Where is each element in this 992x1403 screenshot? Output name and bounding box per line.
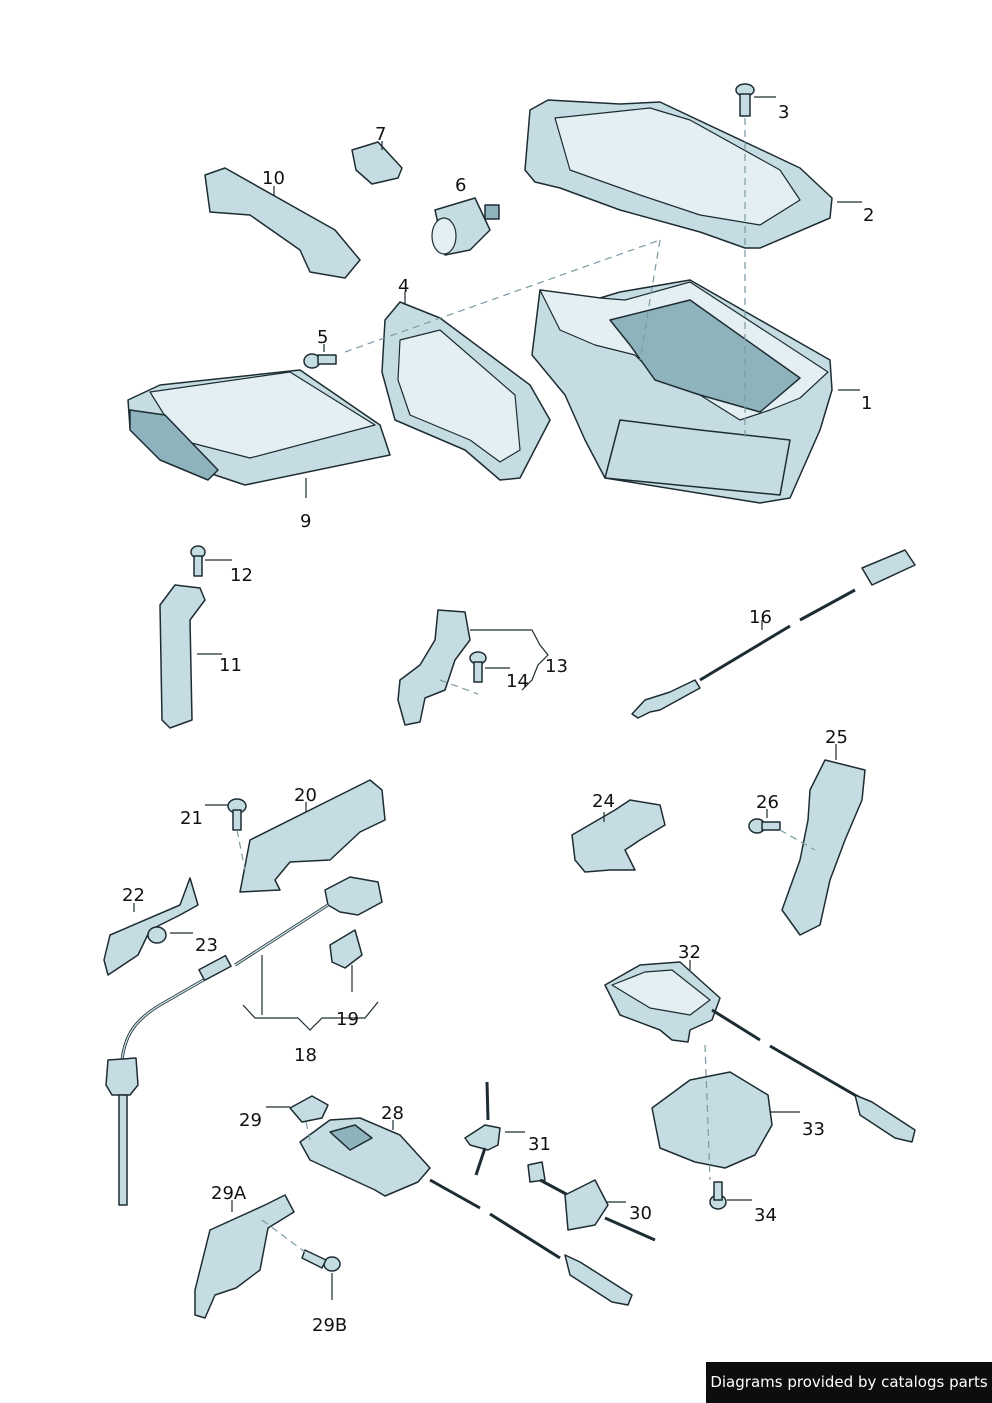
part-7-connector[interactable] xyxy=(351,141,403,185)
label-12: 12 xyxy=(230,565,253,586)
part-11-sensor[interactable] xyxy=(159,584,222,729)
label-11: 11 xyxy=(219,655,242,676)
part-20-bracket[interactable] xyxy=(239,779,386,893)
label-10: 10 xyxy=(262,168,285,189)
label-19: 19 xyxy=(336,1009,359,1030)
part-10-bracket[interactable] xyxy=(204,167,361,279)
label-14: 14 xyxy=(506,671,529,692)
label-21: 21 xyxy=(180,808,203,829)
label-20: 20 xyxy=(294,785,317,806)
label-28: 28 xyxy=(381,1103,404,1124)
label-25: 25 xyxy=(825,727,848,748)
part-23-nut[interactable] xyxy=(147,926,193,944)
label-30: 30 xyxy=(629,1203,652,1224)
label-22: 22 xyxy=(122,885,145,906)
label-24: 24 xyxy=(592,791,615,812)
part-29A-bracket[interactable] xyxy=(194,1194,295,1319)
label-29A: 29A xyxy=(211,1183,247,1204)
label-18: 18 xyxy=(294,1045,317,1066)
label-2: 2 xyxy=(863,205,874,226)
label-7: 7 xyxy=(375,124,386,145)
part-29B-screw[interactable] xyxy=(261,1219,341,1300)
part-1-housing[interactable] xyxy=(531,279,860,504)
part-21-screw[interactable] xyxy=(205,798,247,871)
part-6-relay[interactable] xyxy=(431,197,500,256)
part-34-screw[interactable] xyxy=(709,1181,752,1210)
label-23: 23 xyxy=(195,935,218,956)
label-29: 29 xyxy=(239,1110,262,1131)
label-4: 4 xyxy=(398,276,409,297)
part-16-lambda-probe[interactable] xyxy=(631,549,916,719)
part-3-screw[interactable] xyxy=(735,83,776,440)
part-26-screw[interactable] xyxy=(748,809,816,851)
part-22-holder[interactable] xyxy=(103,877,199,976)
part-31-sensor[interactable] xyxy=(464,1081,525,1176)
label-26: 26 xyxy=(756,792,779,813)
label-31: 31 xyxy=(528,1134,551,1155)
label-9: 9 xyxy=(300,511,311,532)
label-1: 1 xyxy=(861,393,872,414)
part-4-frame[interactable] xyxy=(381,292,551,481)
part-9-control-unit[interactable] xyxy=(127,369,391,498)
part-12-screw[interactable] xyxy=(190,545,232,577)
part-32-nox-module[interactable] xyxy=(604,960,916,1143)
part-25-bracket[interactable] xyxy=(781,744,866,936)
label-32: 32 xyxy=(678,942,701,963)
label-16: 16 xyxy=(749,607,772,628)
part-24-pressure-sensor[interactable] xyxy=(571,799,666,873)
label-29B: 29B xyxy=(312,1315,347,1336)
part-5-screw[interactable] xyxy=(303,239,661,369)
part-19-clip[interactable] xyxy=(329,929,363,992)
part-18-temperature-sensor[interactable] xyxy=(105,876,383,1206)
label-33: 33 xyxy=(802,1119,825,1140)
label-6: 6 xyxy=(455,175,466,196)
part-2-cover[interactable] xyxy=(524,99,862,249)
footer-credit: Diagrams provided by catalogs parts xyxy=(706,1362,992,1403)
part-13-speed-sensor[interactable] xyxy=(397,609,549,726)
label-5: 5 xyxy=(317,327,328,348)
part-28-nox-sensor[interactable] xyxy=(299,1117,633,1306)
label-3: 3 xyxy=(778,102,789,123)
part-14-screw[interactable] xyxy=(439,651,510,695)
label-34: 34 xyxy=(754,1205,777,1226)
part-29-clip-nut[interactable] xyxy=(266,1095,329,1141)
label-13: 13 xyxy=(545,656,568,677)
callout-labels: 1 2 3 4 5 6 7 9 10 11 12 13 14 16 18 19 … xyxy=(122,102,874,1336)
part-33-bracket[interactable] xyxy=(651,1044,800,1181)
part-30-sensor[interactable] xyxy=(527,1161,656,1242)
